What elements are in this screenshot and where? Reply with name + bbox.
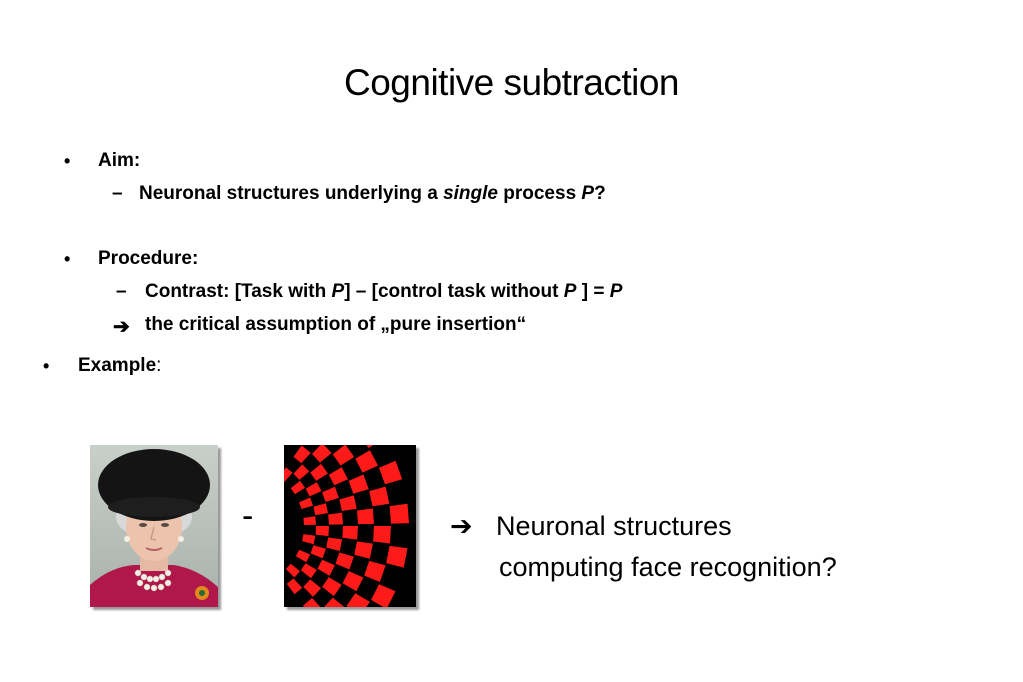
checker-cell bbox=[322, 486, 339, 502]
checker-cell bbox=[324, 597, 345, 607]
checker-cell bbox=[310, 463, 328, 481]
checker-cell bbox=[371, 584, 396, 607]
checker-cell bbox=[328, 467, 348, 486]
checker-cell bbox=[379, 460, 403, 485]
checker-cell bbox=[386, 545, 408, 568]
checker-cell bbox=[322, 577, 342, 597]
aim-heading: Aim: bbox=[98, 150, 141, 171]
checker-cell bbox=[348, 474, 369, 494]
checker-cell bbox=[295, 549, 311, 563]
face-photo bbox=[90, 445, 218, 607]
checker-cell bbox=[303, 516, 316, 525]
checker-cell bbox=[332, 445, 355, 466]
dash-icon: – bbox=[112, 183, 123, 204]
result-line-2: computing face recognition? bbox=[499, 552, 837, 582]
checker-cell bbox=[389, 503, 409, 524]
checker-cell bbox=[326, 537, 343, 551]
checker-cell bbox=[346, 593, 370, 607]
checker-cell bbox=[293, 445, 311, 464]
bullet-icon: • bbox=[43, 356, 50, 376]
bullet-icon: • bbox=[64, 151, 71, 171]
checker-cell bbox=[286, 578, 303, 595]
checker-cell bbox=[299, 497, 313, 509]
example-heading: Example: bbox=[78, 355, 162, 376]
checkerboard-stimulus bbox=[284, 445, 416, 607]
checker-cell bbox=[310, 545, 326, 559]
checker-cell bbox=[364, 560, 386, 582]
checker-cell bbox=[373, 526, 391, 544]
procedure-heading: Procedure: bbox=[98, 248, 199, 269]
checker-cell bbox=[357, 508, 374, 525]
aim-subitem: Neuronal structures underlying a single … bbox=[139, 183, 606, 204]
checker-cell bbox=[366, 445, 374, 448]
checker-cell bbox=[355, 450, 378, 473]
checker-cell bbox=[302, 598, 321, 607]
checker-cell bbox=[342, 571, 364, 592]
arrow-right-icon: ➔ bbox=[113, 316, 130, 338]
checker-cell bbox=[293, 464, 310, 480]
bullet-icon: • bbox=[64, 249, 71, 269]
checker-cell bbox=[300, 563, 317, 579]
checker-cell bbox=[328, 512, 343, 525]
arrow-right-icon: ➔ bbox=[450, 511, 473, 541]
checker-cell bbox=[339, 495, 357, 511]
checker-cell bbox=[369, 486, 390, 507]
contrast-formula: Contrast: [Task with P] – [control task … bbox=[145, 281, 623, 302]
result-line-1: Neuronal structures bbox=[496, 511, 732, 541]
checker-cell bbox=[312, 445, 332, 463]
checker-cell bbox=[303, 579, 322, 597]
dash-icon: – bbox=[116, 281, 127, 302]
checker-cell bbox=[354, 541, 373, 559]
checker-cell bbox=[313, 503, 328, 516]
checker-cell bbox=[335, 552, 354, 570]
checker-cell bbox=[305, 482, 322, 497]
slide-title: Cognitive subtraction bbox=[343, 62, 680, 103]
checker-cell bbox=[342, 526, 358, 540]
minus-sign: - bbox=[242, 497, 254, 535]
checker-cell bbox=[285, 563, 300, 578]
checker-cell bbox=[302, 534, 316, 545]
checker-cell bbox=[284, 467, 293, 482]
checker-cell bbox=[317, 559, 335, 576]
assumption-text: the critical assumption of „pure inserti… bbox=[145, 314, 527, 335]
checker-cell bbox=[315, 526, 329, 537]
checker-cell bbox=[290, 480, 305, 495]
